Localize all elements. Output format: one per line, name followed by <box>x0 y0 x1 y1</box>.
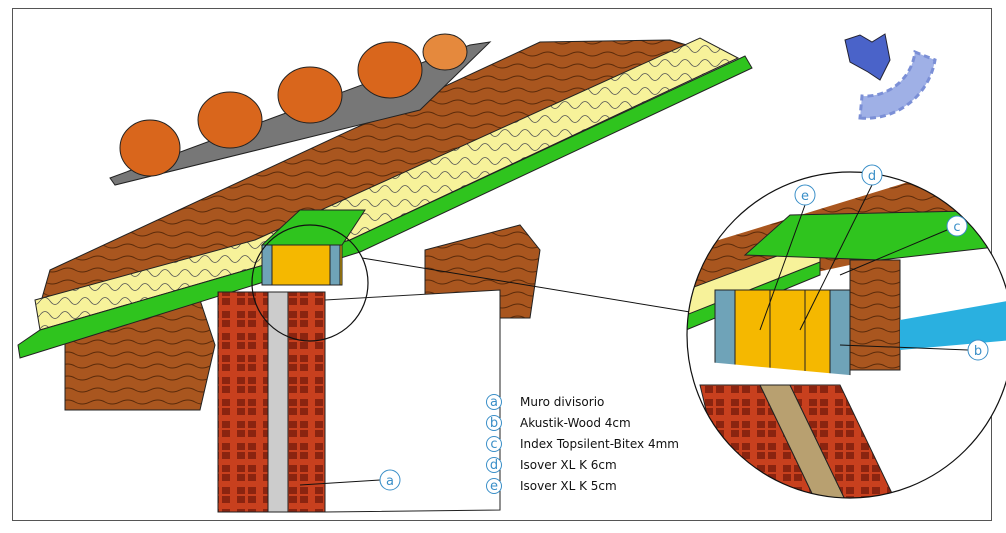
svg-text:d: d <box>868 169 876 184</box>
svg-text:d: d <box>490 458 498 473</box>
legend-item-c: c Index Topsilent-Bitex 4mm <box>486 436 679 452</box>
svg-text:Muro divisorio: Muro divisorio <box>520 395 604 409</box>
brick-wall-inner <box>287 291 326 513</box>
svg-text:e: e <box>801 189 809 204</box>
callout-a: a <box>299 469 401 491</box>
detail-circle-large <box>686 171 1006 499</box>
svg-text:b: b <box>974 344 982 359</box>
svg-text:a: a <box>490 395 498 410</box>
detail-circle-small <box>251 224 369 342</box>
junction-panels <box>260 209 366 286</box>
gear-logo-icon <box>844 33 937 120</box>
wall-plaster-layer <box>267 291 289 513</box>
callout-c: c <box>839 215 968 276</box>
roof-tiles <box>119 33 468 177</box>
brick-wall <box>217 291 269 513</box>
legend-item-e: e Isover XL K 5cm <box>486 478 617 494</box>
legend-item-d: d Isover XL K 6cm <box>486 457 617 473</box>
legend: a Muro divisorio b Akustik-Wood 4cm c Index… <box>486 394 679 494</box>
legend-item-a: a Muro divisorio <box>486 394 604 410</box>
membrane-layer <box>17 55 753 359</box>
svg-text:Index Topsilent-Bitex 4mm: Index Topsilent-Bitex 4mm <box>520 437 679 451</box>
legend-item-b: b Akustik-Wood 4cm <box>486 415 631 431</box>
svg-text:b: b <box>490 416 498 431</box>
svg-text:Isover XL K 6cm: Isover XL K 6cm <box>520 458 617 472</box>
svg-text:Akustik-Wood 4cm: Akustik-Wood 4cm <box>520 416 631 430</box>
callout-e: e <box>759 184 816 331</box>
svg-text:Isover XL K 5cm: Isover XL K 5cm <box>520 479 617 493</box>
svg-text:e: e <box>490 479 498 494</box>
svg-text:a: a <box>386 474 394 489</box>
callout-b: b <box>839 339 989 361</box>
svg-text:c: c <box>490 437 497 452</box>
svg-text:c: c <box>953 220 960 235</box>
callout-d: d <box>799 164 883 331</box>
